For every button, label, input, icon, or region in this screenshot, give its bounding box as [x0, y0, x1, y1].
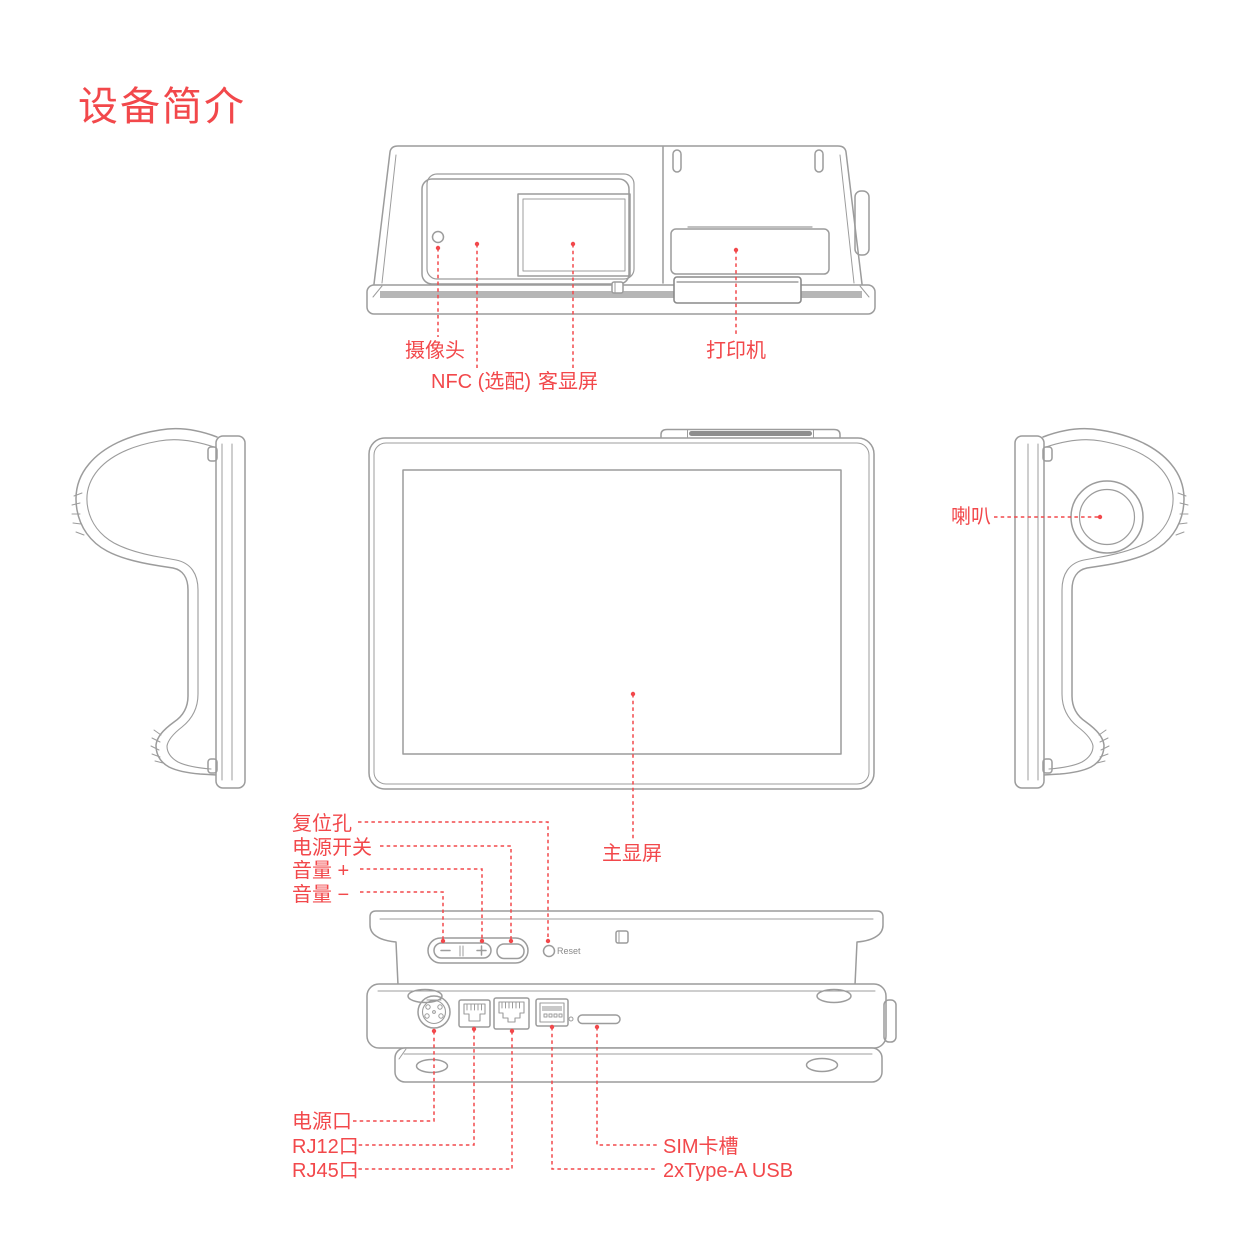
- label-power-port: 电源口: [292, 1111, 352, 1133]
- label-main-display: 主显屏: [602, 843, 662, 865]
- printer-paper-exit: [670, 228, 830, 275]
- front-view-drawing: [368, 428, 875, 790]
- main-display-outline: [402, 469, 842, 755]
- label-customer-display: 客显屏: [538, 371, 598, 393]
- label-reset-marking: Reset: [557, 946, 581, 956]
- leader-volume-down: [360, 891, 444, 940]
- leader-usb: [551, 1027, 657, 1170]
- bottom-view-drawing: [366, 910, 897, 1083]
- leader-reset-hole: [358, 821, 549, 940]
- label-reset-hole: 复位孔: [292, 813, 352, 835]
- label-sim-slot: SIM卡槽: [663, 1136, 739, 1158]
- page-title: 设备简介: [78, 85, 246, 129]
- volume-plus-glyph: [476, 945, 487, 956]
- leader-volume-up: [360, 868, 483, 940]
- leader-rj12: [352, 1029, 475, 1146]
- camera-hole: [431, 230, 445, 244]
- label-power-switch: 电源开关: [292, 837, 372, 859]
- customer-display-outline: [517, 193, 631, 277]
- label-rj45-port: RJ45口: [292, 1160, 359, 1182]
- power-din-port: [417, 995, 451, 1029]
- volume-rocker: [433, 942, 492, 959]
- back-view-drawing: [366, 145, 876, 315]
- label-nfc: NFC (选配): [431, 371, 531, 393]
- leader-power-port: [350, 1031, 435, 1122]
- leader-sim: [596, 1027, 657, 1146]
- label-usb-ports: 2xType-A USB: [663, 1160, 794, 1182]
- reset-hole: [542, 944, 556, 958]
- power-button: [496, 943, 525, 960]
- sim-slot-shape: [568, 1014, 621, 1025]
- label-camera: 摄像头: [405, 340, 465, 362]
- leader-rj45: [352, 1031, 513, 1170]
- label-rj12-port: RJ12口: [292, 1136, 359, 1158]
- label-speaker: 喇叭: [951, 506, 991, 528]
- label-volume-down: 音量 −: [292, 884, 350, 906]
- label-printer: 打印机: [706, 340, 766, 362]
- leader-power-switch: [380, 845, 512, 940]
- label-volume-up: 音量 +: [292, 860, 350, 882]
